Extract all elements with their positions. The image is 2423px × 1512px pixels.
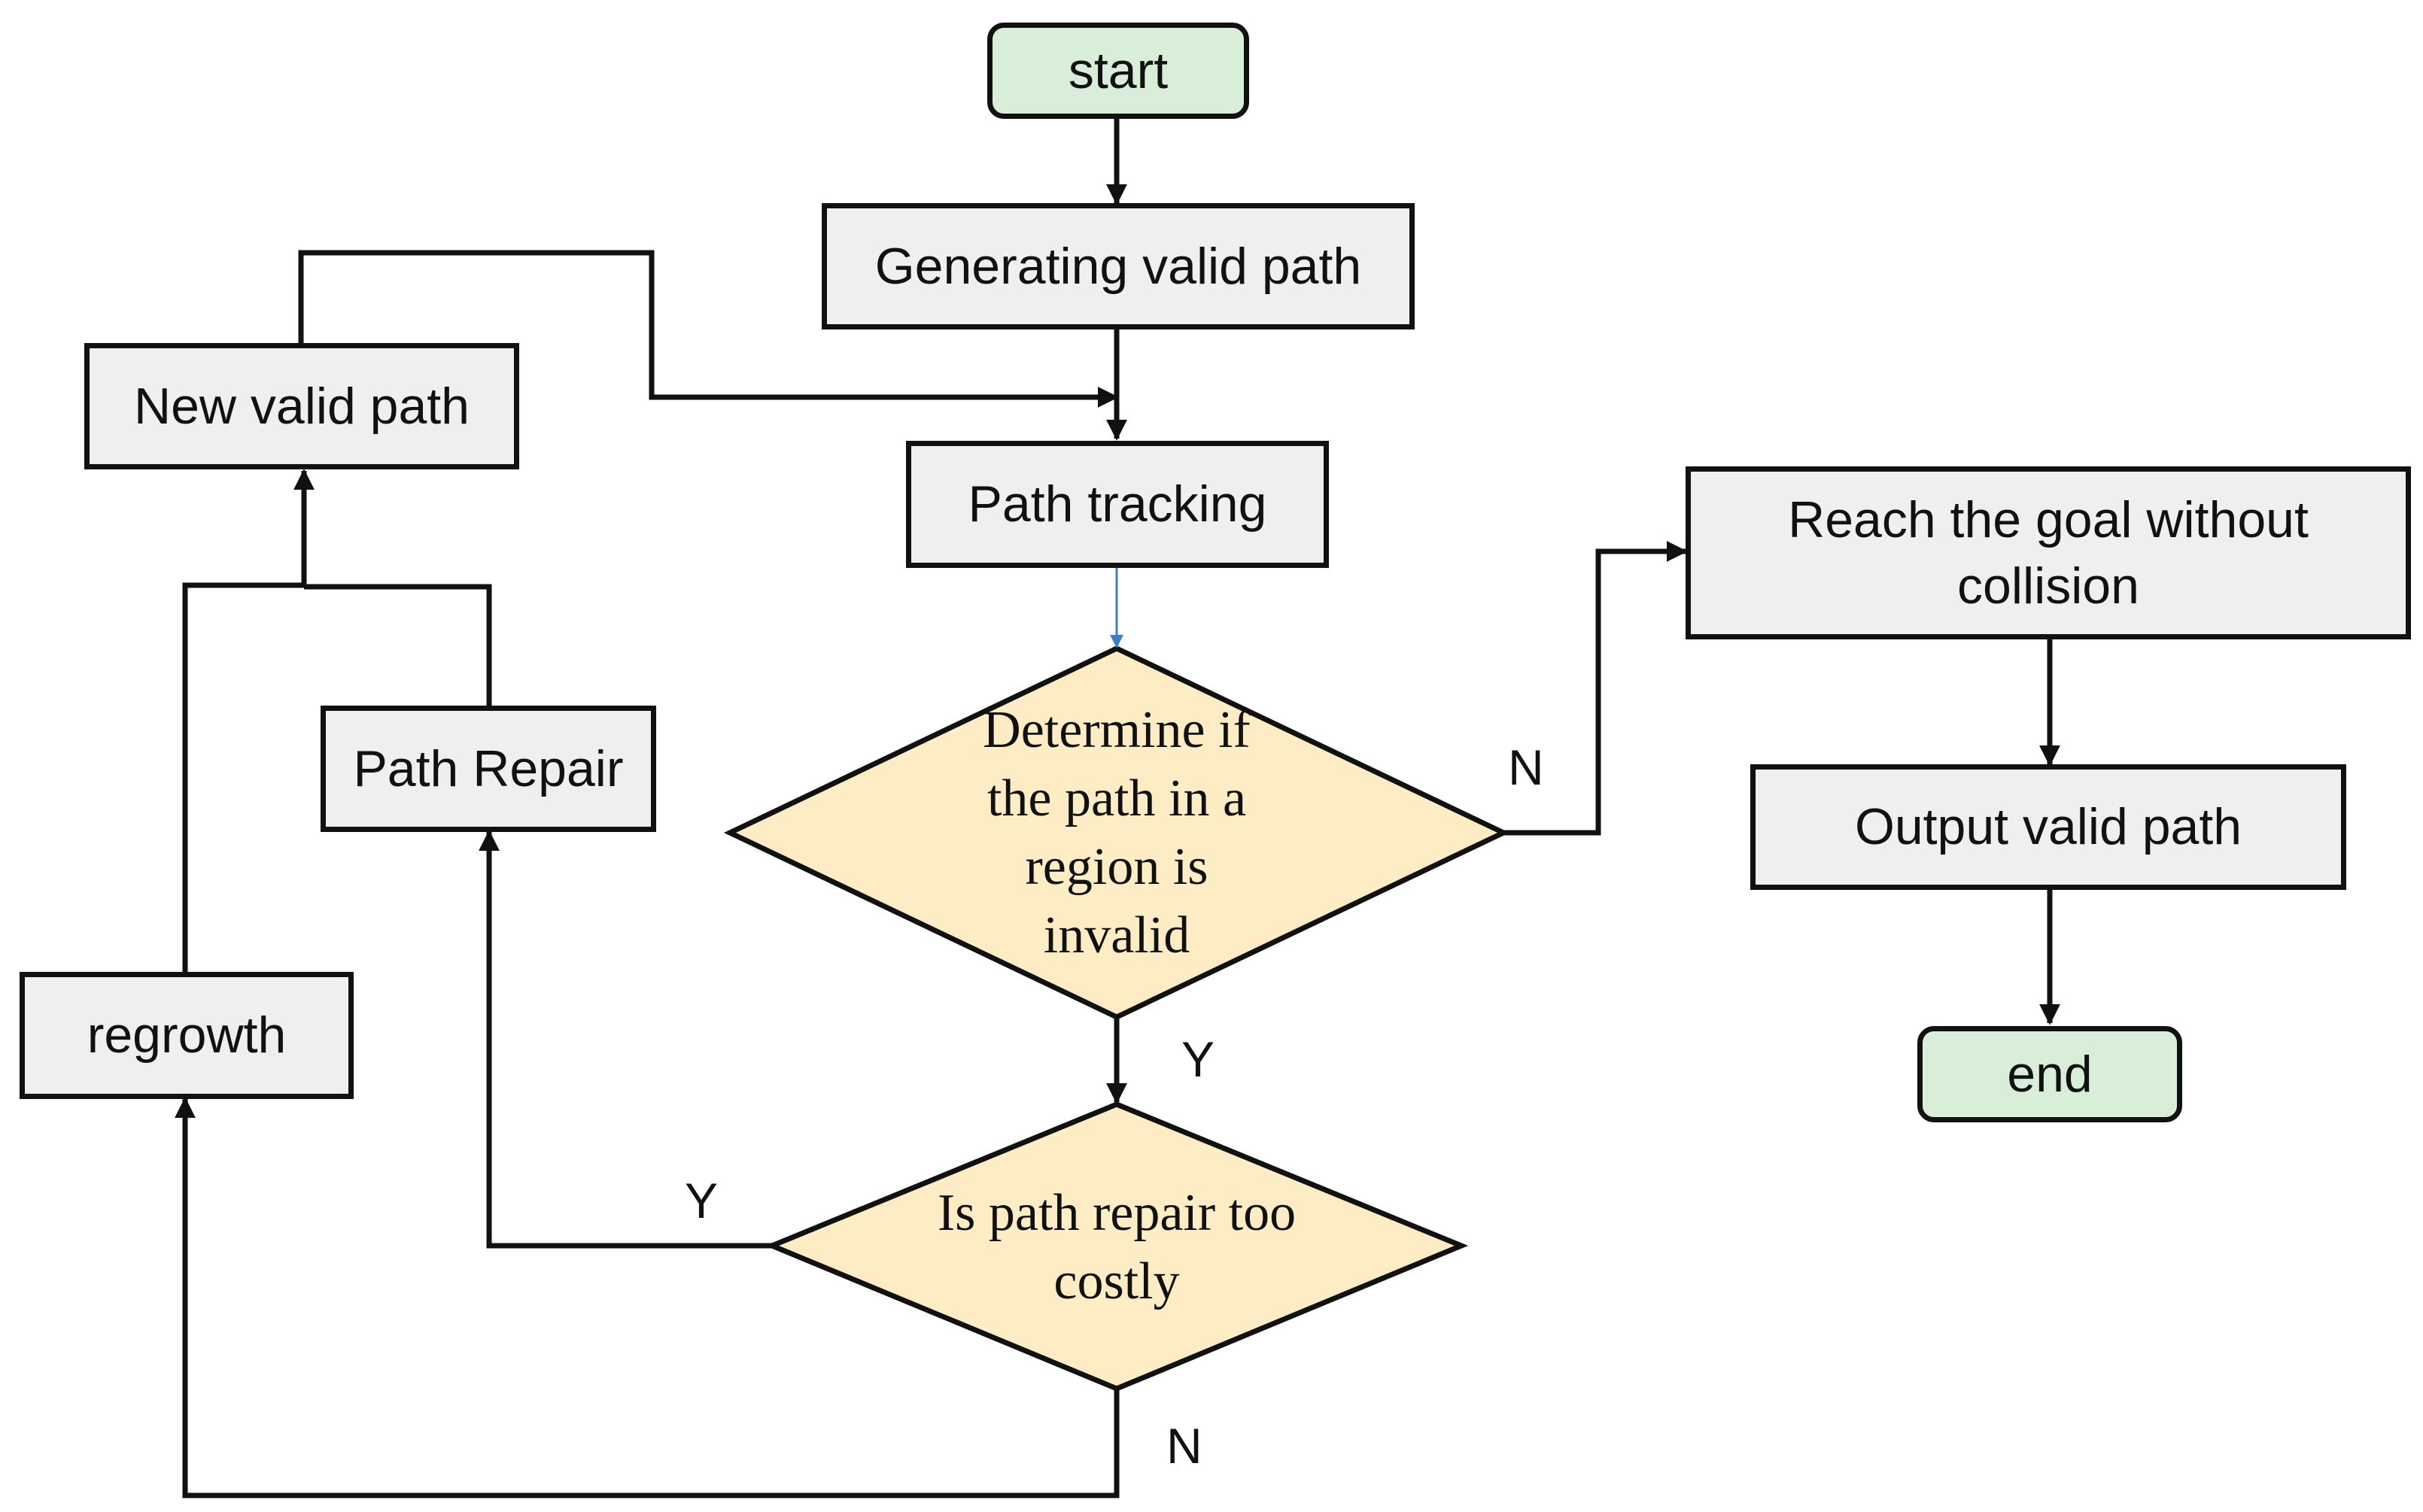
new-valid-path-node: New valid path bbox=[84, 343, 519, 469]
edge-new-path-to-tracking bbox=[298, 250, 1119, 408]
path-repair-node: Path Repair bbox=[321, 706, 656, 832]
decision-invalid-text: Determine if the path in a region is inv… bbox=[983, 701, 1251, 964]
end-node: end bbox=[1917, 1026, 2182, 1122]
path-tracking-node: Path tracking bbox=[906, 441, 1329, 568]
edge-label-cost-yes: Y bbox=[685, 1173, 719, 1228]
edge-label-invalid-no: N bbox=[1508, 739, 1544, 795]
edge-label-invalid-yes: Y bbox=[1181, 1031, 1215, 1087]
edge-label-cost-no: N bbox=[1166, 1418, 1202, 1474]
output-valid-path-node: Output valid path bbox=[1750, 764, 2346, 890]
start-node: start bbox=[987, 23, 1249, 119]
edge-regrowth-to-junction bbox=[182, 582, 304, 972]
edge-cost-yes-to-repair bbox=[479, 830, 772, 1249]
edge-repair-to-junction bbox=[304, 584, 492, 706]
edge-invalid-no-to-goal bbox=[1503, 541, 1688, 836]
edge-cost-no-to-regrowth bbox=[175, 1097, 1120, 1498]
decision-cost-text: Is path repair too costly bbox=[937, 1184, 1297, 1310]
generating-valid-path-node: Generating valid path bbox=[822, 203, 1415, 329]
regrowth-node: regrowth bbox=[20, 972, 354, 1099]
reach-goal-node: Reach the goal without collision bbox=[1686, 466, 2411, 639]
